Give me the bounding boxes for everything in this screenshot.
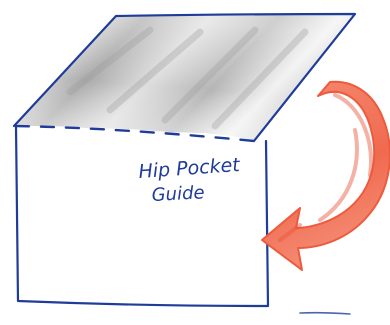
box-front (16, 126, 350, 314)
curved-arrow (262, 82, 390, 270)
box-front-outline (16, 126, 268, 306)
label-line-2: Guide (151, 182, 205, 206)
box-label: Hip Pocket Guide (138, 154, 242, 206)
floor-stroke (300, 313, 350, 314)
label-line-1: Hip Pocket (138, 154, 242, 183)
box-lid (14, 14, 355, 141)
